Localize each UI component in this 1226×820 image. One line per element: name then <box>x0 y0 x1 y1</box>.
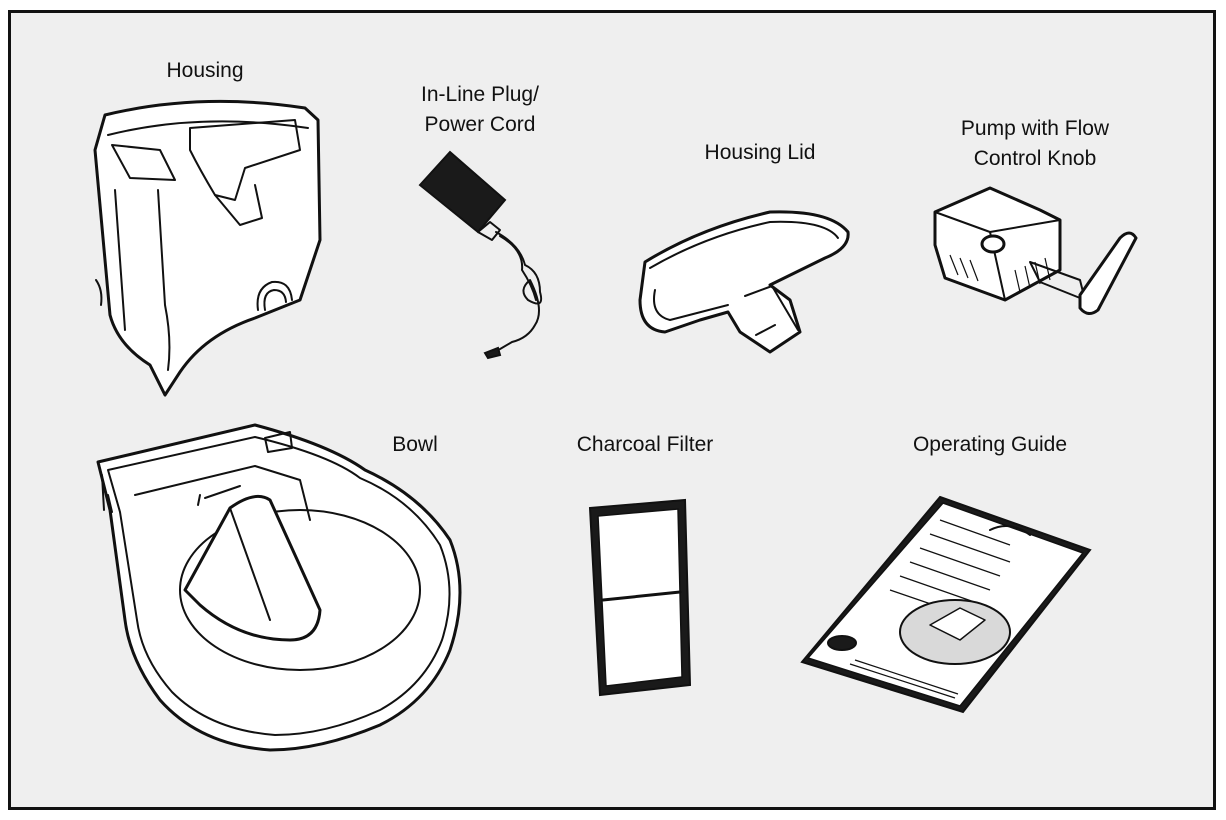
bowl-label: Bowl <box>392 433 438 456</box>
housing-lid-label: Housing Lid <box>704 141 816 164</box>
charcoal-filter-illustration <box>588 498 692 697</box>
housing-lid-illustration <box>638 210 850 354</box>
operating-guide-label: Operating Guide <box>912 433 1068 456</box>
housing-illustration <box>93 99 322 397</box>
operating-guide-illustration <box>800 495 1092 714</box>
pump-label-line1: Pump with Flow <box>960 117 1110 140</box>
power-cord-label-line2: Power Cord <box>424 113 536 136</box>
bowl-illustration <box>96 423 462 752</box>
power-cord-label-line1: In-Line Plug/ <box>421 83 539 106</box>
pump-illustration <box>933 186 1138 315</box>
housing-label: Housing <box>166 59 244 82</box>
power-cord-illustration <box>418 150 543 360</box>
pump-label-line2: Control Knob <box>973 147 1097 170</box>
charcoal-filter-label: Charcoal Filter <box>576 433 714 456</box>
